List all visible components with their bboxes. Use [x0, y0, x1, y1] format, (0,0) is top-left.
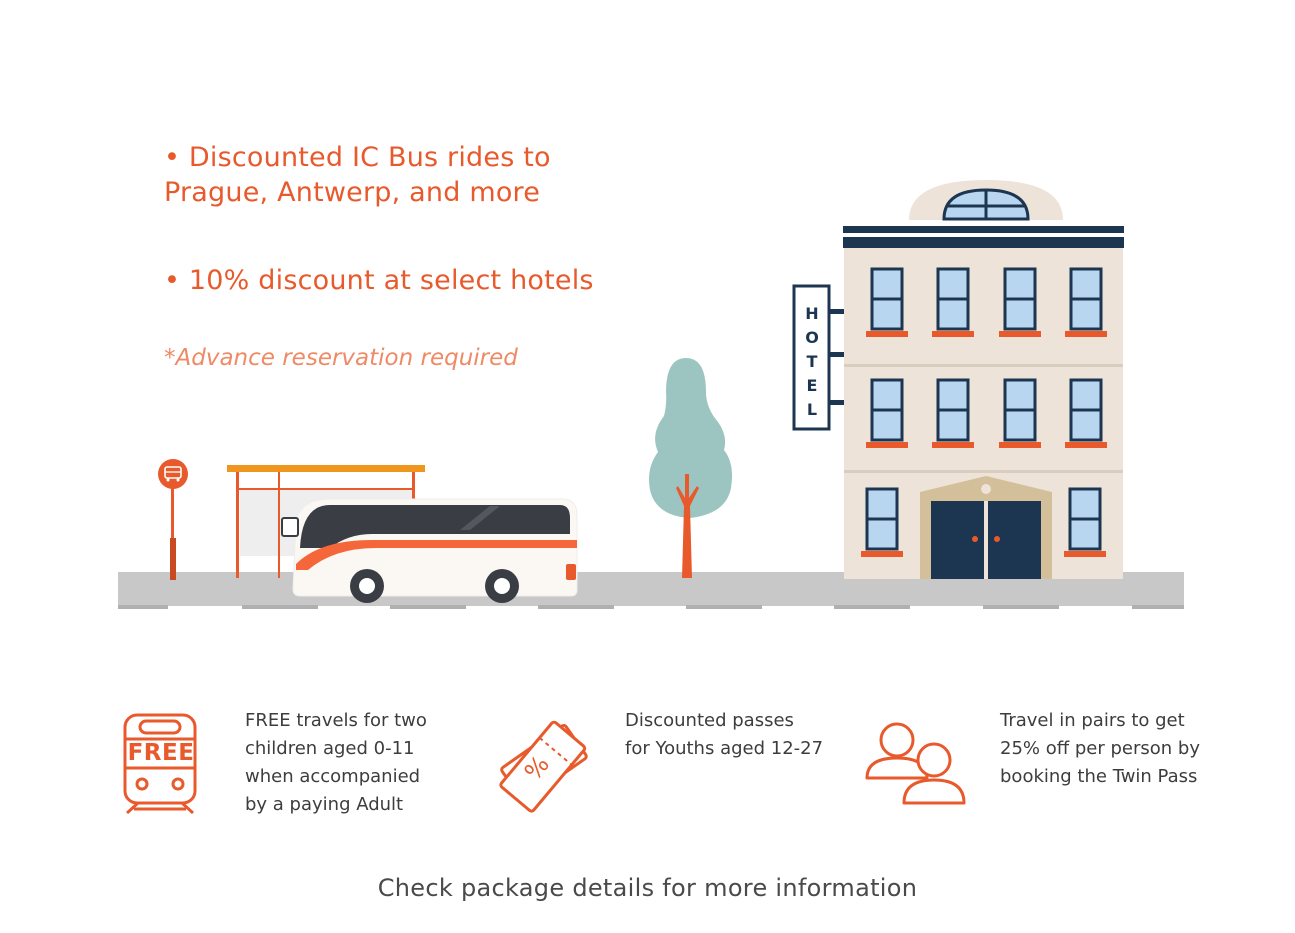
feature-youth-passes-text: Discounted passes for Youths aged 12-27: [625, 710, 824, 759]
discount-ticket-icon: [499, 720, 588, 813]
hotel-building: [792, 180, 1124, 579]
bus-discount-bullet: • Discounted IC Bus rides to Prague, Ant…: [164, 142, 551, 208]
hotel-discount-bullet: • 10% discount at select hotels: [164, 265, 594, 296]
hotel-sign-letter: E: [806, 376, 818, 395]
bus: [281, 498, 578, 603]
two-people-icon: [865, 722, 966, 805]
footer-note: Check package details for more informati…: [377, 874, 918, 902]
train-free-icon: [123, 713, 197, 815]
bus-stop-sign-icon: [158, 459, 188, 580]
hotel-sign-letter: O: [805, 328, 819, 347]
feature-twin-pass-text: Travel in pairs to get 25% off per perso…: [1000, 710, 1200, 787]
hotel-reservation-note: *Advance reservation required: [164, 345, 518, 371]
free-badge-label: FREE: [127, 740, 195, 766]
hotel-sign-letter: L: [806, 400, 818, 419]
street-scene-illustration: [118, 180, 1184, 609]
tree: [649, 358, 733, 578]
hotel-sign-letter: H: [805, 304, 819, 323]
feature-free-children-text: FREE travels for two children aged 0-11 …: [245, 710, 427, 815]
hotel-sign: H O T E L: [797, 302, 827, 422]
hotel-sign-letter: T: [806, 352, 818, 371]
